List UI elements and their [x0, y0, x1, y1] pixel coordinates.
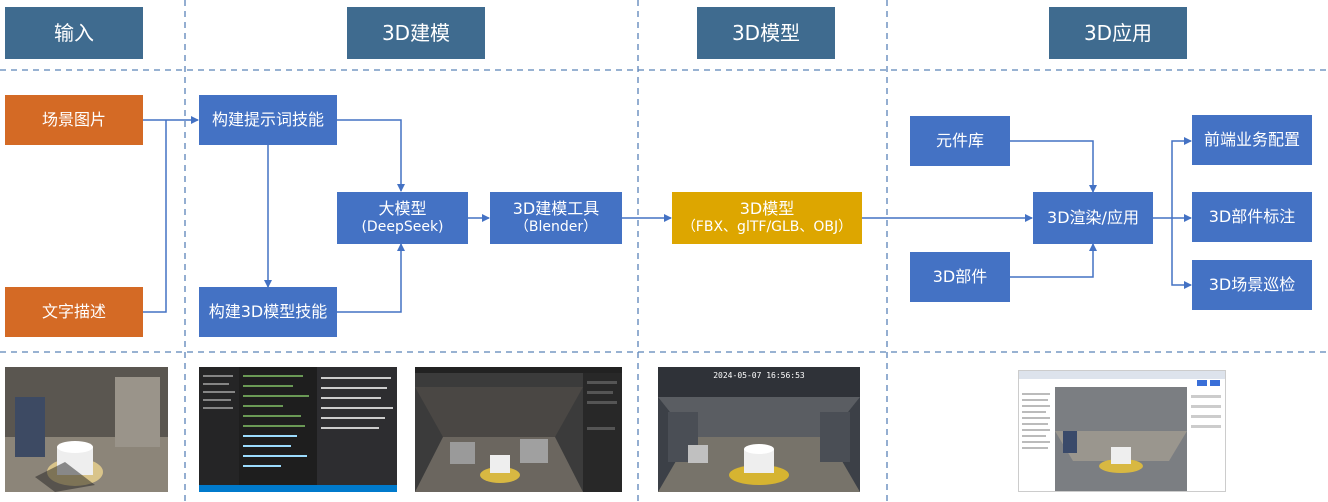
modeling-tool-title: 3D建模工具 [512, 199, 600, 219]
code-editor-image [199, 367, 397, 492]
render-application-label: 3D渲染/应用 [1047, 208, 1139, 227]
code-editor-thumbnail [199, 367, 397, 492]
blender-thumbnail [415, 367, 622, 492]
modeling-tool-node: 3D建模工具 （Blender） [490, 192, 622, 244]
component-library-node: 元件库 [910, 116, 1010, 166]
modeling-tool-subtitle: （Blender） [514, 219, 598, 236]
header-input: 输入 [5, 7, 143, 59]
scene-patrol-node: 3D场景巡检 [1192, 260, 1312, 310]
scene-patrol-label: 3D场景巡检 [1208, 275, 1296, 294]
model-output-title: 3D模型 [739, 199, 795, 219]
text-description-input: 文字描述 [5, 287, 143, 337]
scene-timestamp: 2024-05-07 16:56:53 [713, 371, 805, 380]
frontend-config-label: 前端业务配置 [1203, 130, 1300, 149]
parts-label: 3D部件 [932, 267, 988, 286]
web-app-image [1019, 371, 1225, 491]
header-input-label: 输入 [54, 20, 94, 45]
model-output-node: 3D模型 （FBX、glTF/GLB、OBJ） [672, 192, 862, 244]
llm-title: 大模型 [378, 199, 427, 219]
parts-node: 3D部件 [910, 252, 1010, 302]
rendered-model-thumbnail: 2024-05-07 16:56:53 [658, 367, 860, 492]
flow-connectors [143, 116, 1192, 313]
rendered-model-image: 2024-05-07 16:56:53 [658, 367, 860, 492]
llm-node: 大模型 (DeepSeek) [337, 192, 468, 244]
header-model-label: 3D模型 [731, 20, 801, 45]
header-modeling-label: 3D建模 [381, 20, 451, 45]
frontend-config-node: 前端业务配置 [1192, 115, 1312, 165]
header-modeling: 3D建模 [347, 7, 485, 59]
header-model: 3D模型 [697, 7, 835, 59]
text-description-label: 文字描述 [41, 302, 106, 321]
header-application-label: 3D应用 [1083, 20, 1153, 45]
header-application: 3D应用 [1049, 7, 1187, 59]
prompt-skill-label: 构建提示词技能 [211, 110, 324, 129]
llm-subtitle: (DeepSeek) [361, 219, 444, 236]
prompt-skill-node: 构建提示词技能 [199, 95, 337, 145]
model-output-formats: （FBX、glTF/GLB、OBJ） [681, 219, 853, 236]
model3d-skill-label: 构建3D模型技能 [208, 302, 328, 321]
scene-photo-image [5, 367, 168, 492]
blender-image [415, 367, 622, 492]
model3d-skill-node: 构建3D模型技能 [199, 287, 337, 337]
part-label-node: 3D部件标注 [1192, 192, 1312, 242]
scene-photo-thumbnail [5, 367, 168, 492]
web-app-thumbnail [1018, 370, 1226, 492]
scene-image-label: 场景图片 [41, 110, 106, 129]
render-application-node: 3D渲染/应用 [1033, 192, 1153, 244]
part-label-label: 3D部件标注 [1208, 207, 1296, 226]
component-library-label: 元件库 [935, 131, 984, 150]
scene-image-input: 场景图片 [5, 95, 143, 145]
